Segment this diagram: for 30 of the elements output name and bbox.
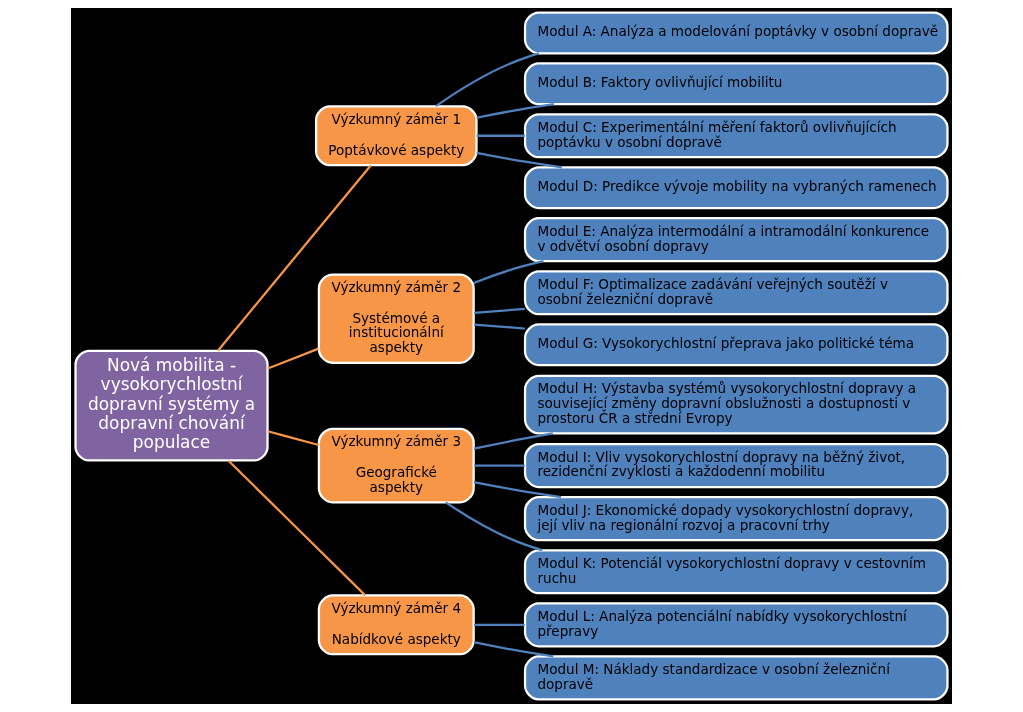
connector <box>227 459 367 597</box>
node-box: Modul F: Optimalizace zadávání veřejných soutěží v osobní železniční dopravě <box>523 270 949 316</box>
node-box: Modul L: Analýza potenciální nabídky vysokorychlostní přepravy <box>523 602 949 648</box>
connector <box>267 347 320 370</box>
connector <box>267 430 319 447</box>
node-box: Modul E: Analýza intermodální a intramodální konkurence v odvětví osobní dopravy <box>523 217 949 263</box>
node-box: Modul M: Náklady standardizace v osobní železniční dopravě <box>523 655 949 701</box>
node-box: Nová mobilita - vysokorychlostní dopravní systémy a dopravní chování populace <box>74 349 269 462</box>
connector <box>435 52 540 108</box>
node-box: Výzkumný záměr 4 Nabídkové aspekty <box>317 594 475 656</box>
node-box: Modul H: Výstavba systémů vysokorychlostní dopravy a související změny dopravní obslužnosti a dostupnosti v prostoru ČR a střední Evropy <box>523 374 949 435</box>
node-box: Výzkumný záměr 3 Geografické aspekty <box>317 427 475 504</box>
node-box: Modul B: Faktory ovlivňující mobilitu <box>523 62 949 106</box>
connector <box>473 260 544 285</box>
connector <box>445 501 543 552</box>
connector <box>474 464 525 467</box>
connector <box>474 623 525 626</box>
node-box: Modul J: Ekonomické dopady vysokorychlostní dopravy, její vliv na regionální rozvoj a pracovní trhy <box>523 496 949 542</box>
connector <box>217 164 372 352</box>
node-box: Výzkumný záměr 2 Systémové a institucionální aspekty <box>317 273 475 364</box>
node-box: Modul C: Experimentální měření faktorů ovlivňujících poptávku v osobní dopravě <box>523 113 949 159</box>
connector <box>473 307 525 314</box>
node-box: Modul A: Analýza a modelování poptávky v osobní dopravě <box>523 11 949 55</box>
node-box: Modul K: Potenciál vysokorychlostní dopravy v cestovním ruchu <box>523 549 949 595</box>
connector <box>473 323 525 330</box>
node-box: Modul D: Predikce vývoje mobility na vybraných ramenech <box>523 166 949 210</box>
node-box: Modul I: Vliv vysokorychlostní dopravy na běžný život, rezidenční zvyklosti a každodenní mobilitu <box>523 442 949 489</box>
node-box: Modul G: Vysokorychlostní přeprava jako politické téma <box>523 323 949 367</box>
connector <box>476 134 525 137</box>
node-box: Výzkumný záměr 1 Poptávkové aspekty <box>314 105 478 167</box>
